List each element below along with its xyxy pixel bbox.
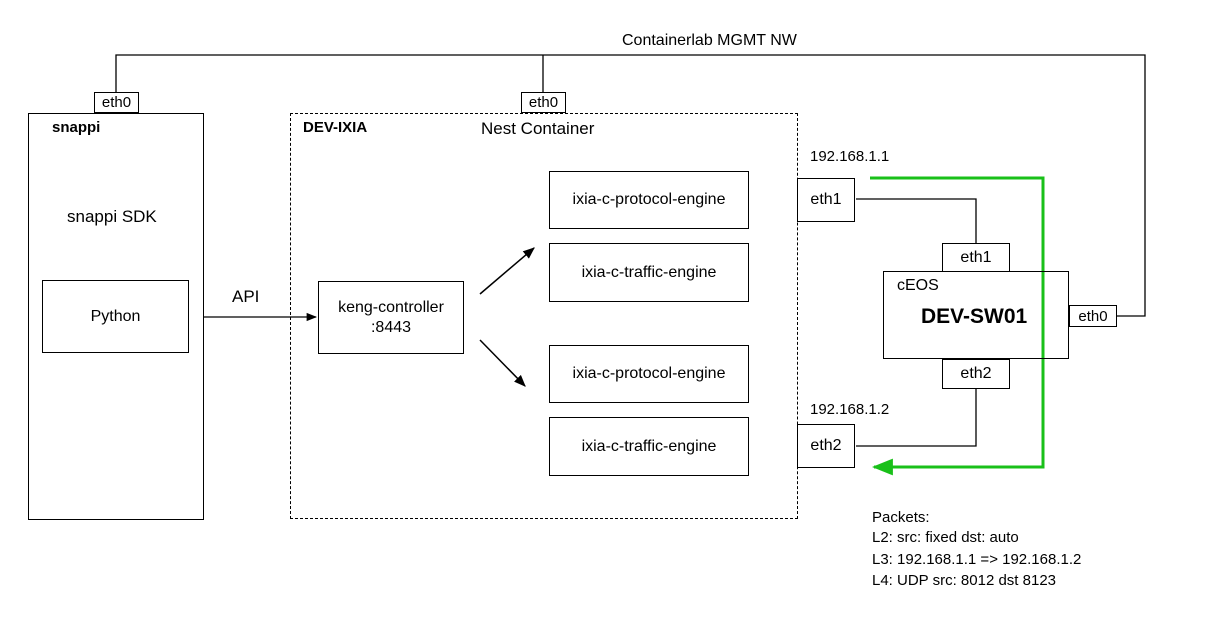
keng-controller-name: keng-controller <box>338 298 444 316</box>
dev-ixia-title: DEV-IXIA <box>303 119 368 136</box>
dev-sw01-eth1-port: eth1 <box>942 243 1010 272</box>
dev-ixia-eth0-port: eth0 <box>521 92 566 113</box>
ip-address-1: 192.168.1.1 <box>810 148 890 165</box>
dev-ixia-eth1-port: eth1 <box>797 178 855 222</box>
packet-flow-arrow <box>870 176 1045 476</box>
dev-ixia-subtitle: Nest Container <box>481 119 595 138</box>
controller-to-engine-group2-arrow <box>479 339 526 387</box>
eth1-link <box>856 198 977 243</box>
snappi-sdk-label: snappi SDK <box>67 207 157 226</box>
dev-sw01-name: DEV-SW01 <box>921 305 1028 328</box>
dev-ixia-container <box>290 113 798 519</box>
ip-address-2: 192.168.1.2 <box>810 401 890 418</box>
packets-l3: L3: 192.168.1.1 => 192.168.1.2 <box>872 551 1082 568</box>
api-label: API <box>232 287 260 306</box>
mgmt-network-line <box>115 54 1146 317</box>
eth2-link <box>856 389 977 447</box>
dev-sw01-os-label: cEOS <box>897 277 939 294</box>
python-box: Python <box>42 280 189 353</box>
snappi-eth0-port: eth0 <box>94 92 139 113</box>
traffic-engine-2-box: ixia-c-traffic-engine <box>549 417 749 476</box>
keng-controller-port: :8443 <box>370 318 412 336</box>
dev-sw01-eth2-port: eth2 <box>942 359 1010 389</box>
keng-controller-box: keng-controller :8443 <box>318 281 464 354</box>
controller-to-engine-group1-arrow <box>479 247 535 295</box>
packets-l4: L4: UDP src: 8012 dst 8123 <box>872 572 1056 589</box>
packets-title: Packets: <box>872 509 930 526</box>
dev-sw01-eth0-port: eth0 <box>1069 305 1117 327</box>
protocol-engine-1-box: ixia-c-protocol-engine <box>549 171 749 229</box>
mgmt-network-label: Containerlab MGMT NW <box>622 32 797 49</box>
packets-l2: L2: src: fixed dst: auto <box>872 529 1019 546</box>
snappi-title: snappi <box>52 119 101 136</box>
dev-ixia-eth2-port: eth2 <box>797 424 855 468</box>
traffic-engine-1-box: ixia-c-traffic-engine <box>549 243 749 302</box>
protocol-engine-2-box: ixia-c-protocol-engine <box>549 345 749 403</box>
